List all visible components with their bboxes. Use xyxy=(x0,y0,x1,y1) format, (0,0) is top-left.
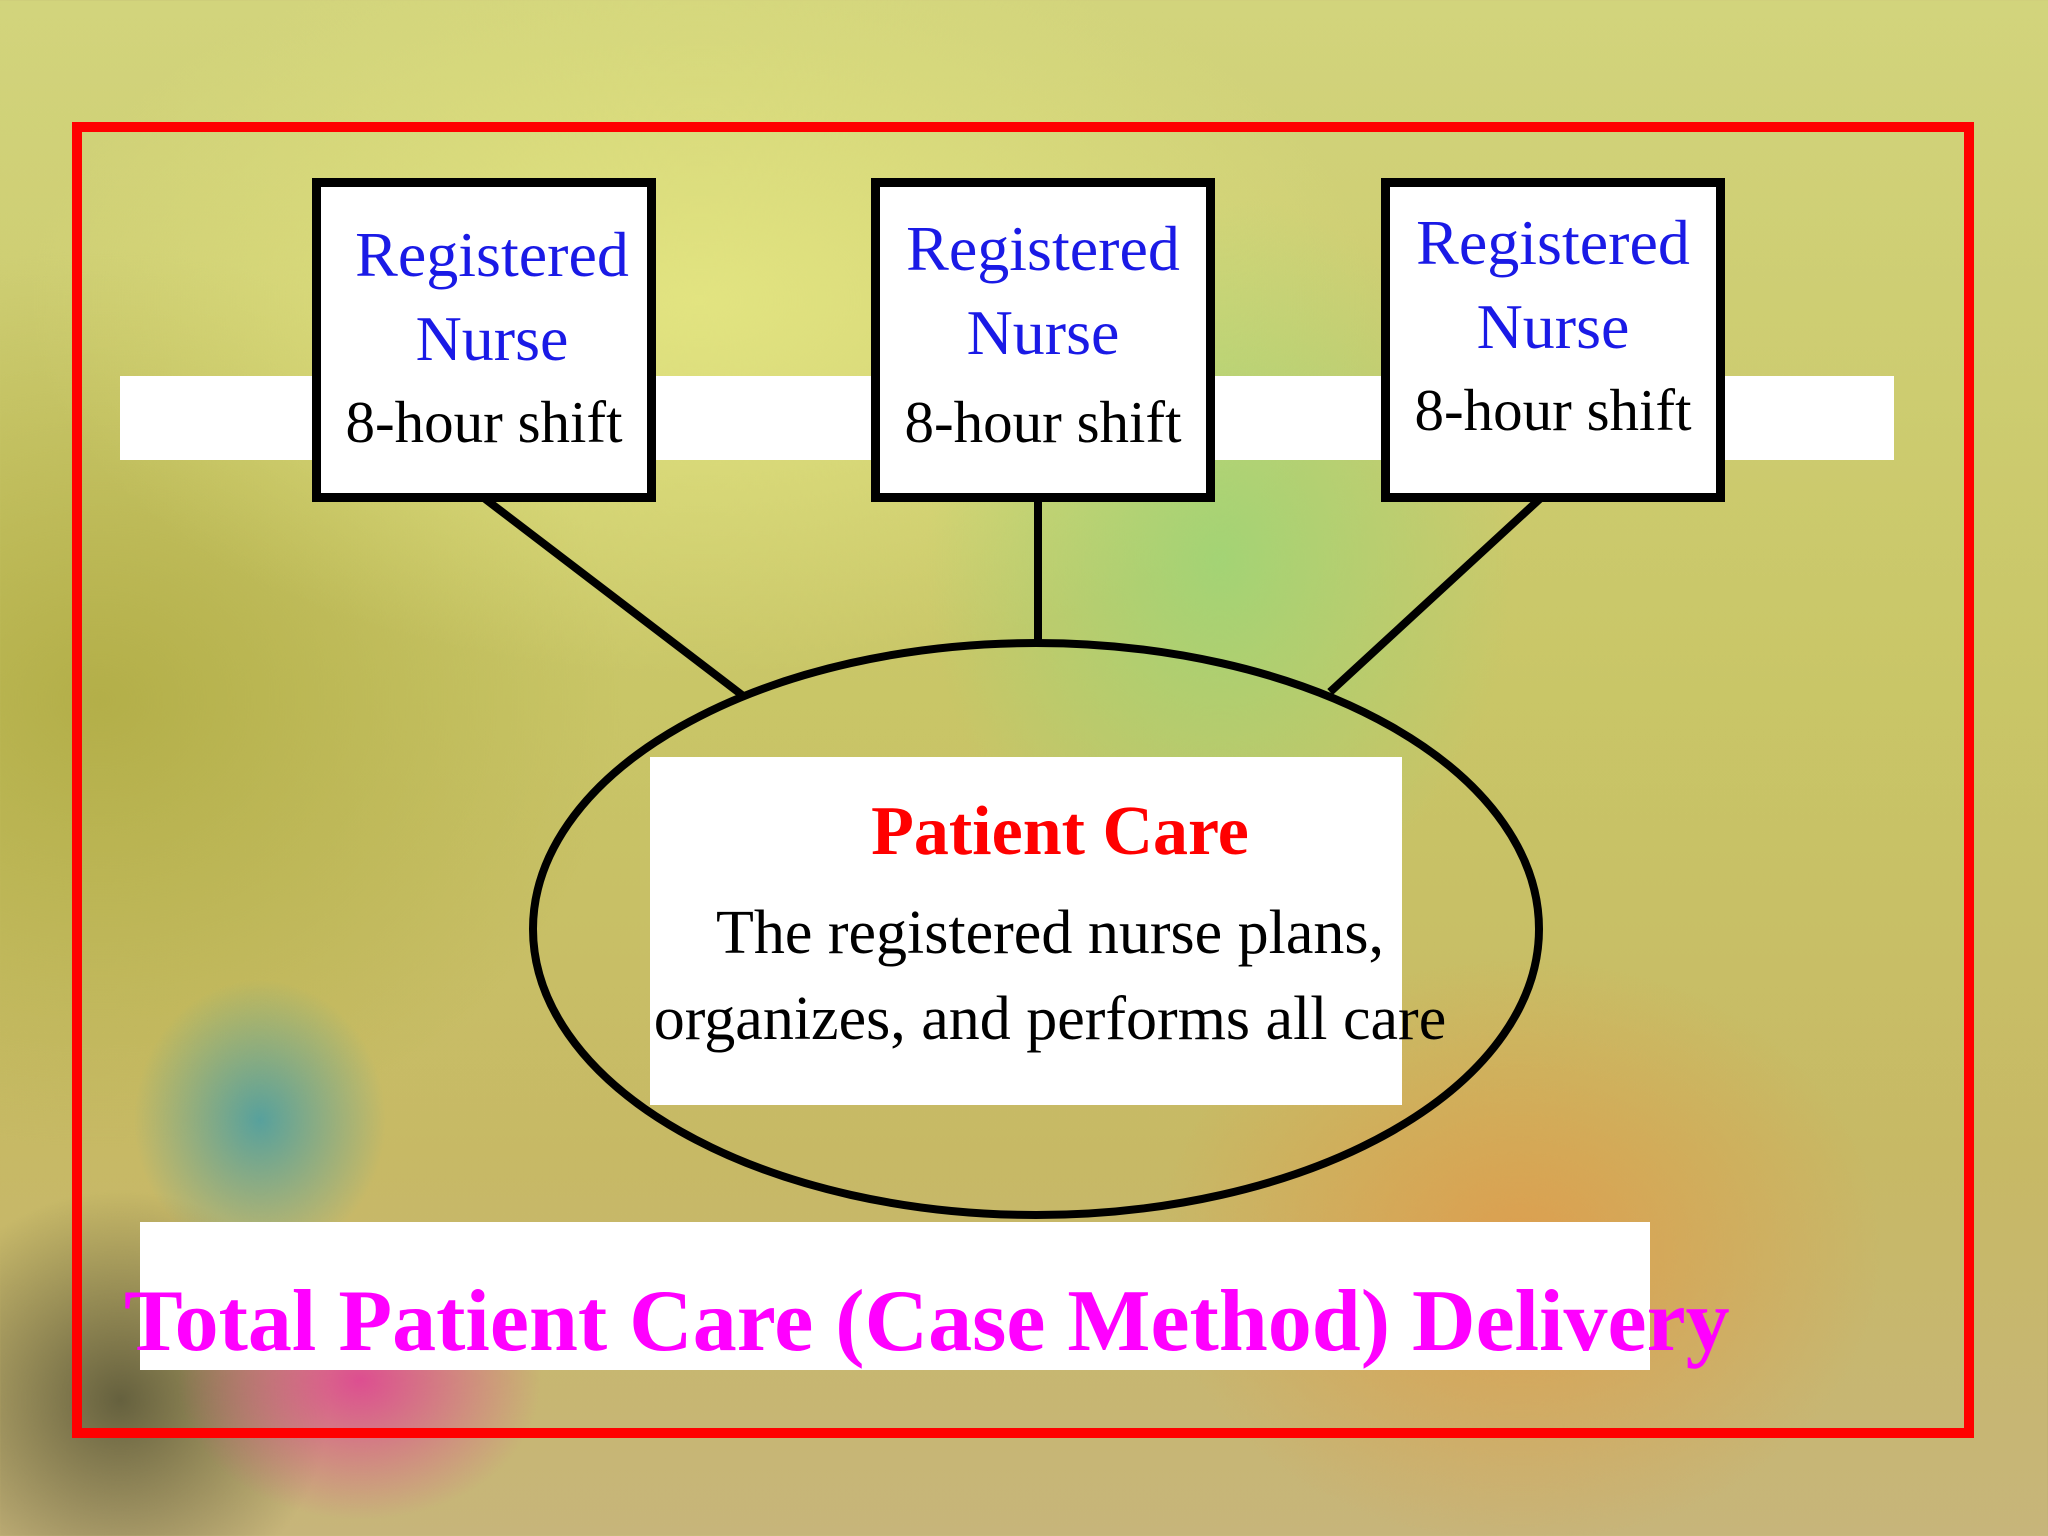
footer-band xyxy=(140,1222,1650,1370)
nurse-shift: 8-hour shift xyxy=(1414,377,1692,443)
nurse-box-3: Registered Nurse 8-hour shift xyxy=(1381,178,1725,502)
patient-care-title: Patient Care xyxy=(871,793,1249,870)
nurse-title: Registered Nurse xyxy=(1416,207,1690,362)
patient-care-description: The registered nurse plans, organizes, a… xyxy=(653,899,1447,1053)
nurse-box-2: Registered Nurse 8-hour shift xyxy=(871,178,1215,502)
connector-line-right xyxy=(1327,492,1547,695)
footer-title: Total Patient Care (Case Method) Deliver… xyxy=(124,1273,1730,1370)
nurse-shift: 8-hour shift xyxy=(345,389,623,455)
diagram-frame xyxy=(72,122,1974,1438)
nurse-shift: 8-hour shift xyxy=(904,389,1182,455)
connector-line-left xyxy=(477,491,745,699)
nurse-title: Registered Nurse xyxy=(906,213,1180,368)
nurse-box-1: Registered Nurse 8-hour shift xyxy=(312,178,656,502)
patient-care-ellipse xyxy=(529,639,1543,1219)
patient-care-box xyxy=(650,757,1402,1105)
nurse-title: Registered Nurse xyxy=(355,219,629,374)
